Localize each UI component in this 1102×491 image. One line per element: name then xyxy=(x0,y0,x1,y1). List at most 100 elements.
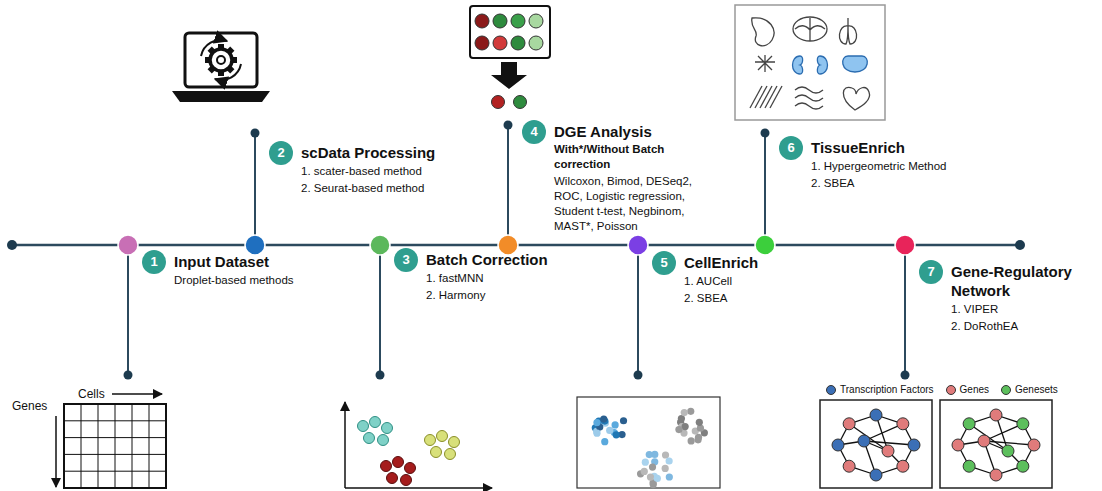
step-title: scData Processing xyxy=(301,143,481,162)
cell-dot xyxy=(662,465,669,472)
step-text: DGE AnalysisWith*/Without Batch correcti… xyxy=(554,122,716,234)
stem-dot xyxy=(376,371,385,380)
step-number: 1 xyxy=(142,250,166,274)
legend-text: Genes xyxy=(960,384,989,396)
step-title: CellEnrich xyxy=(684,253,834,272)
milestone xyxy=(118,235,138,255)
cell-dot xyxy=(696,419,703,426)
step-text: CellEnrich1. AUCell2. SBEA xyxy=(684,253,834,306)
step-node: 6 TissueEnrich1. Hypergeometric Method2. … xyxy=(779,138,991,191)
step-title: Input Dataset xyxy=(174,252,344,271)
step-title: DGE Analysis xyxy=(554,122,716,141)
filter-dot xyxy=(511,36,525,50)
step-node: 1Input DatasetDroplet-based methods xyxy=(142,252,344,288)
method-item: 1. Hypergeometric Method xyxy=(811,159,991,174)
stem-dot xyxy=(124,371,133,380)
method-item: 2. Seurat-based method xyxy=(301,181,481,196)
legend-text: Genesets xyxy=(1015,384,1058,396)
scatter-dot xyxy=(437,431,448,442)
stem xyxy=(904,245,906,375)
step-number: 7 xyxy=(919,260,943,284)
legend-swatch xyxy=(946,385,956,395)
step-text: Batch Correction1. fastMNN2. Harmony xyxy=(426,250,596,303)
gear-icon xyxy=(201,40,241,80)
scatter-dot xyxy=(378,435,389,446)
step-text: TissueEnrich1. Hypergeometric Method2. S… xyxy=(811,138,991,191)
cell-dot xyxy=(600,415,607,422)
scatter-dot xyxy=(425,435,436,446)
milestone xyxy=(895,235,915,255)
stem-dot xyxy=(504,121,513,130)
step-number: 5 xyxy=(652,251,676,275)
cell-dot xyxy=(606,427,613,434)
legend-item: Genes xyxy=(946,384,989,396)
scatter-dot xyxy=(382,423,393,434)
step-node: 2scData Processing1. scater-based method… xyxy=(269,143,481,196)
milestone xyxy=(755,235,775,255)
network-node xyxy=(870,409,882,421)
network-link xyxy=(849,424,888,451)
method-item: 2. DoRothEA xyxy=(951,319,1075,334)
laptop-base xyxy=(172,91,270,102)
stem xyxy=(507,125,509,245)
filter-dot xyxy=(493,14,507,28)
organ-icons xyxy=(750,17,870,110)
legend-text: Transcription Factors xyxy=(840,384,934,396)
network-node xyxy=(1002,445,1014,457)
network-node xyxy=(897,460,909,472)
step-node: 7 Gene-Regulatory Network1. VIPER2. DoRot… xyxy=(919,262,1075,334)
network-node xyxy=(832,439,844,451)
network-box xyxy=(940,400,1052,488)
network-node xyxy=(1028,439,1040,451)
cell-dot xyxy=(662,451,669,458)
axis-label: Cells xyxy=(78,387,105,401)
step-node: 3 Batch Correction1. fastMNN2. Harmony xyxy=(394,250,596,303)
filter-dot xyxy=(475,36,489,50)
network-node xyxy=(908,439,920,451)
laptop-screen xyxy=(185,33,257,87)
network-node xyxy=(963,418,975,430)
cell-dot xyxy=(654,475,661,482)
scatter-dot xyxy=(370,417,381,428)
network-node xyxy=(843,418,855,430)
scatter-dot xyxy=(358,421,369,432)
stem xyxy=(127,245,129,375)
cell-dot xyxy=(666,457,673,464)
cell-dot xyxy=(612,421,619,428)
network-node xyxy=(963,460,975,472)
filter-dot xyxy=(529,14,543,28)
method-item: 2. SBEA xyxy=(811,176,991,191)
filter-dot xyxy=(511,14,525,28)
cell-dot xyxy=(613,431,620,438)
step-number: 3 xyxy=(394,248,418,272)
method-item: Wilcoxon, Bimod, DESeq2, ROC, Logistic r… xyxy=(554,174,716,234)
cell-dot xyxy=(647,473,654,480)
scatter-dot xyxy=(405,463,416,474)
timeline-end xyxy=(1015,240,1025,250)
cell-dot xyxy=(688,437,695,444)
method-item: 2. SBEA xyxy=(684,291,834,306)
axis-arrow xyxy=(112,393,162,395)
cell-dot xyxy=(642,459,649,466)
network-node xyxy=(897,418,909,430)
step-number: 2 xyxy=(269,141,293,165)
filter-dot xyxy=(529,36,543,50)
stem-dot xyxy=(634,371,643,380)
step-node: 5 CellEnrich1. AUCell2. SBEA xyxy=(652,253,834,306)
scatter-dot xyxy=(364,433,375,444)
step-text: Gene-Regulatory Network1. VIPER2. DoRoth… xyxy=(951,262,1075,334)
step-number: 6 xyxy=(779,136,803,160)
filter-dot xyxy=(475,14,489,28)
down-arrow xyxy=(491,62,527,89)
method-item: 1. VIPER xyxy=(951,302,1075,317)
cell-dot xyxy=(593,419,600,426)
stem xyxy=(254,133,256,245)
cell-dot xyxy=(682,423,689,430)
milestone xyxy=(245,235,265,255)
axis xyxy=(344,402,346,488)
step-subtitle: With*/Without Batch correction xyxy=(554,142,716,172)
matrix-grid xyxy=(64,404,166,488)
network-node xyxy=(1017,460,1029,472)
cell-dot xyxy=(641,468,648,475)
stem-dot xyxy=(901,371,910,380)
